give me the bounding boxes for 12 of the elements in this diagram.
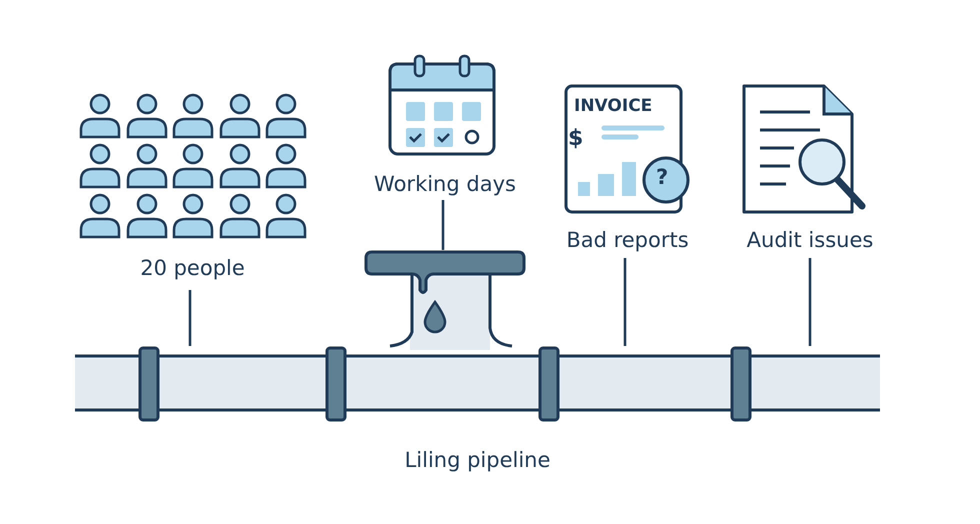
- leader-line: [808, 258, 812, 346]
- question-mark: ?: [656, 167, 668, 188]
- currency-sign: $: [568, 128, 584, 150]
- leader-line: [188, 290, 192, 346]
- node-label: Liling pipeline: [404, 448, 550, 472]
- node-label: Working days: [374, 172, 516, 196]
- node-label: Audit issues: [746, 228, 874, 252]
- invoice-heading: INVOICE: [574, 98, 652, 115]
- node-label: Bad reports: [566, 228, 689, 252]
- leader-line: [624, 258, 626, 346]
- node-label: 20 people: [140, 256, 245, 280]
- leader-line: [442, 200, 444, 250]
